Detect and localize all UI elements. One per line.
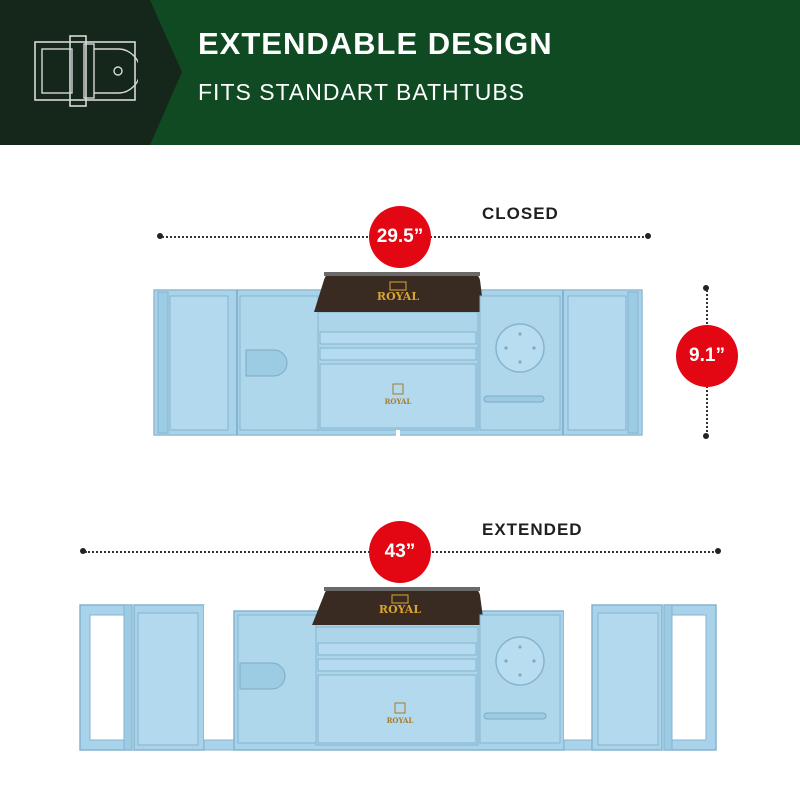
extended-label: EXTENDED xyxy=(482,520,583,539)
svg-text:ROYAL: ROYAL xyxy=(385,397,412,406)
extended-width-badge: 43” xyxy=(369,521,431,583)
closed-tray: ROYAL ROYAL xyxy=(150,270,646,442)
extended-width-line-start xyxy=(80,548,86,554)
closed-height-badge: 9.1” xyxy=(676,325,738,387)
extended-tray: ROYAL ROYAL xyxy=(78,585,718,757)
closed-label: CLOSED xyxy=(482,204,559,223)
extended-tray-image: ROYAL ROYAL xyxy=(79,587,717,751)
closed-tray-image: ROYAL ROYAL xyxy=(153,272,643,438)
page-subtitle: FITS STANDART BATHTUBS xyxy=(198,79,525,105)
closed-height-line-start xyxy=(703,285,709,291)
bathtub-tray-icon xyxy=(34,35,138,107)
closed-height-line-end xyxy=(703,433,709,439)
extended-width-line-end xyxy=(715,548,721,554)
closed-width-badge: 29.5” xyxy=(369,206,431,268)
svg-text:ROYAL: ROYAL xyxy=(379,603,421,616)
header-banner: EXTENDABLE DESIGN FITS STANDART BATHTUBS xyxy=(0,0,800,145)
page-title: EXTENDABLE DESIGN xyxy=(198,26,553,61)
closed-width-line-start xyxy=(157,233,163,239)
svg-text:ROYAL: ROYAL xyxy=(377,290,419,303)
closed-width-line-end xyxy=(645,233,651,239)
svg-text:ROYAL: ROYAL xyxy=(387,716,414,725)
banner-shape xyxy=(0,0,182,145)
